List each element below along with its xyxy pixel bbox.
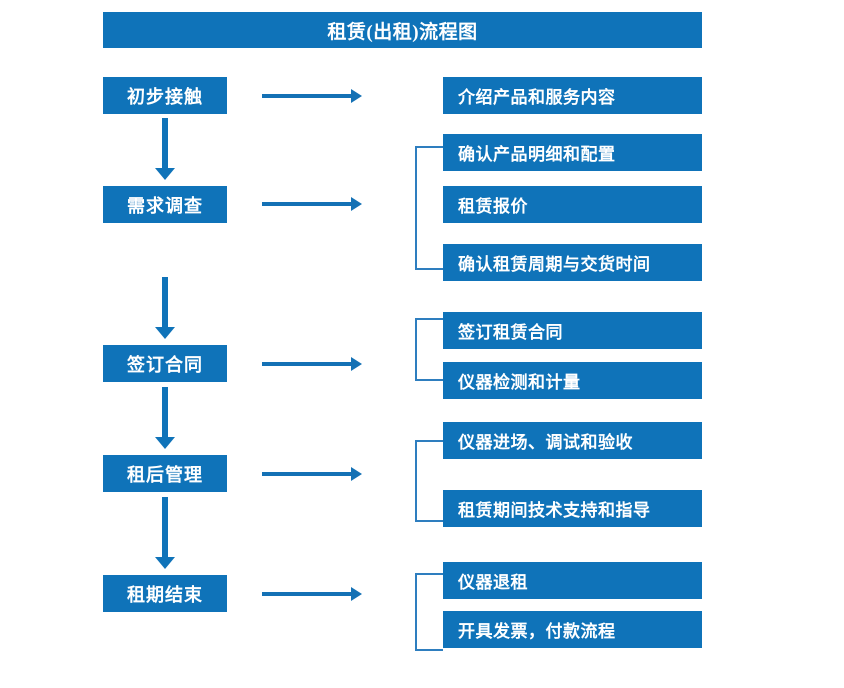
detail-box-8[interactable]: 租赁期间技术支持和指导 (443, 490, 702, 527)
detail-label-6: 仪器检测和计量 (458, 373, 581, 392)
detail-box-4[interactable]: 确认租赁周期与交货时间 (443, 244, 702, 281)
detail-box-5[interactable]: 签订租赁合同 (443, 312, 702, 349)
down-arrow-icon-3 (155, 387, 175, 449)
right-arrow-icon-2 (262, 196, 362, 212)
detail-label-2: 确认产品明细和配置 (458, 145, 616, 164)
detail-box-1[interactable]: 介绍产品和服务内容 (443, 77, 702, 114)
detail-box-2[interactable]: 确认产品明细和配置 (443, 134, 702, 171)
detail-label-4: 确认租赁周期与交货时间 (458, 255, 651, 274)
detail-label-7: 仪器进场、调试和验收 (458, 433, 633, 452)
group-bracket-3 (415, 318, 443, 381)
down-arrow-icon-2 (155, 277, 175, 339)
stage-label-2: 需求调查 (127, 195, 203, 216)
detail-label-9: 仪器退租 (458, 573, 528, 592)
detail-label-5: 签订租赁合同 (458, 323, 563, 342)
stage-label-4: 租后管理 (127, 464, 203, 485)
detail-box-9[interactable]: 仪器退租 (443, 562, 702, 599)
down-arrow-icon-1 (155, 118, 175, 180)
detail-box-10[interactable]: 开具发票，付款流程 (443, 611, 702, 648)
group-bracket-2 (415, 146, 443, 270)
detail-box-3[interactable]: 租赁报价 (443, 186, 702, 223)
detail-label-3: 租赁报价 (458, 197, 528, 216)
stage-box-3[interactable]: 签订合同 (103, 345, 227, 382)
detail-box-6[interactable]: 仪器检测和计量 (443, 362, 702, 399)
stage-box-4[interactable]: 租后管理 (103, 455, 227, 492)
right-arrow-icon-3 (262, 356, 362, 372)
right-arrow-icon-1 (262, 88, 362, 104)
stage-label-1: 初步接触 (127, 86, 203, 107)
detail-label-1: 介绍产品和服务内容 (458, 88, 616, 107)
right-arrow-icon-4 (262, 466, 362, 482)
detail-label-8: 租赁期间技术支持和指导 (458, 501, 651, 520)
group-bracket-5 (415, 573, 443, 651)
stage-label-3: 签订合同 (127, 354, 203, 375)
page-title: 租赁(出租)流程图 (103, 12, 702, 48)
group-bracket-4 (415, 440, 443, 522)
down-arrow-icon-4 (155, 497, 175, 569)
detail-label-10: 开具发票，付款流程 (458, 622, 616, 641)
detail-box-7[interactable]: 仪器进场、调试和验收 (443, 422, 702, 459)
stage-label-5: 租期结束 (127, 584, 203, 605)
stage-box-5[interactable]: 租期结束 (103, 575, 227, 612)
right-arrow-icon-5 (262, 586, 362, 602)
stage-box-2[interactable]: 需求调查 (103, 186, 227, 223)
stage-box-1[interactable]: 初步接触 (103, 77, 227, 114)
